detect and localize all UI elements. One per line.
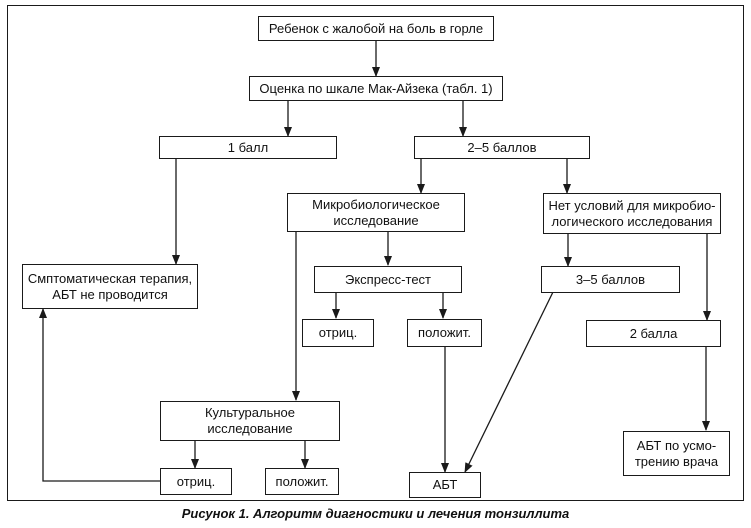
node-score-3-5: 3–5 баллов [541,266,680,293]
node-start: Ребенок с жалобой на боль в горле [258,16,494,41]
node-express-negative: отриц. [302,319,374,347]
node-culture-positive: положит. [265,468,339,495]
edge-culture-neg-symptomatic [39,308,160,482]
node-express-test: Экспресс-тест [314,266,462,293]
node-score-1: 1 балл [159,136,337,159]
node-abt-doctor-discretion: АБТ по усмо- трению врача [623,431,730,476]
node-express-positive: положит. [407,319,482,347]
diagram-frame [7,5,744,501]
node-score-2: 2 балла [586,320,721,347]
node-score-2-5: 2–5 баллов [414,136,590,159]
node-abt: АБТ [409,472,481,498]
node-culture-negative: отриц. [160,468,232,495]
node-mcisaac: Оценка по шкале Мак-Айзека (табл. 1) [249,76,503,101]
node-symptomatic-therapy: Смптоматическая терапия, АБТ не проводит… [22,264,198,309]
node-microbiological-test: Микробиологическое исследование [287,193,465,232]
figure-caption: Рисунок 1. Алгоритм диагностики и лечени… [181,506,570,521]
node-culture-test: Культуральное исследование [160,401,340,441]
node-no-microbiological-conditions: Нет условий для микробио- логического ис… [543,193,721,234]
edge-score3-5-abt [464,291,554,473]
